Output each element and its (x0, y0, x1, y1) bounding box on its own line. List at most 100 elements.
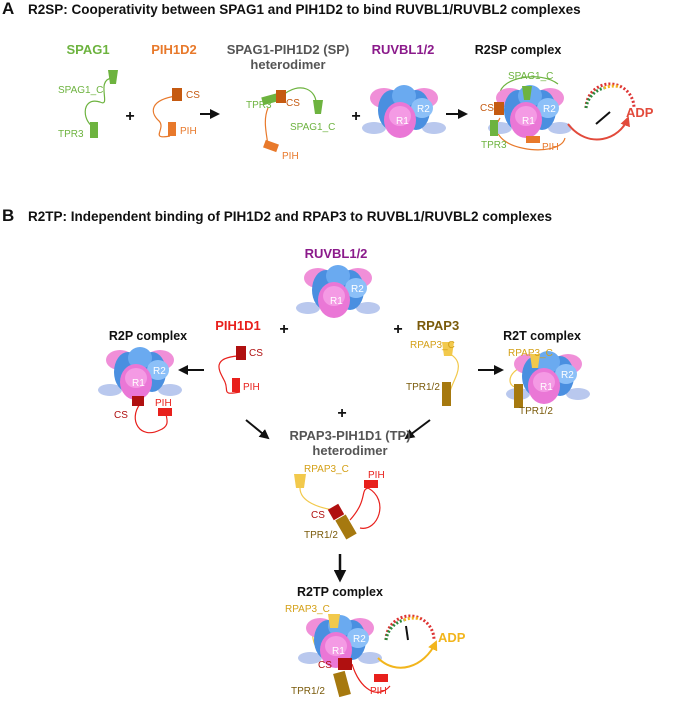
sp-cs-domain (276, 90, 286, 103)
r2sp-r1-label: R1 (522, 116, 535, 127)
spag1-tpr3-label: TPR3 (58, 129, 84, 140)
r2tp-pih-domain (374, 674, 388, 682)
plus-sign: + (393, 321, 402, 338)
pih1d2-pih-label: PIH (180, 126, 197, 137)
sp-tpr3-label: TPR3 (246, 100, 272, 111)
tp-pih-domain (364, 480, 378, 488)
pih1d1-pih-domain (232, 378, 240, 392)
pih1d1-pih-label: PIH (243, 382, 260, 393)
r2sp-pih-label: PIH (542, 142, 559, 153)
ruvbl-hexamer-b: R1 R2 (296, 265, 380, 318)
r2t-r1-label: R1 (540, 382, 553, 393)
tp-pih-label: PIH (368, 470, 385, 481)
tp-heterodimer-title: RPAP3-PIH1D1 (TP) (289, 428, 410, 443)
r2tp-c-domain (328, 614, 340, 628)
r2t-complex: R1 R2 (506, 351, 590, 408)
plus-sign: + (279, 321, 288, 338)
ruvbl-b-r1-label: R1 (330, 296, 343, 307)
panel-a-title: R2SP: Cooperativity between SPAG1 and PI… (28, 2, 581, 17)
r2p-pih-label: PIH (155, 398, 172, 409)
r2t-c-label: RPAP3_C (508, 348, 553, 359)
ruvbl-b-name: RUVBL1/2 (305, 246, 368, 261)
rpap3-c-domain (442, 342, 454, 356)
r2p-complex-title: R2P complex (109, 329, 187, 343)
adp-label-b: ADP (438, 630, 466, 645)
tp-cs-domain (327, 503, 345, 521)
r2t-c-domain (530, 354, 540, 368)
r2t-complex-title: R2T complex (503, 329, 581, 343)
r2tp-tpr-domain (333, 670, 351, 698)
r2p-cs-domain (132, 396, 144, 406)
r2tp-cs-domain (338, 658, 352, 670)
rpap3-tpr-label: TPR1/2 (406, 382, 440, 393)
r2sp-tpr3-label: TPR3 (481, 140, 507, 151)
tp-c-domain (294, 474, 306, 488)
ruvbl-name: RUVBL1/2 (372, 42, 435, 57)
ruvbl-r1-label: R1 (396, 116, 409, 127)
rpap3-protein (442, 342, 459, 406)
sp-heterodimer-title: SPAG1-PIH1D2 (SP) (227, 42, 350, 57)
r2sp-cs-label: CS (480, 103, 494, 114)
r2sp-r2-label: R2 (543, 104, 556, 115)
sp-tpr3-domain (261, 92, 281, 106)
plus-sign: + (351, 108, 360, 125)
pih1d2-protein (152, 88, 182, 138)
r2tp-pih-label: PIH (370, 686, 387, 697)
tp-tpr-domain (335, 514, 357, 540)
tp-cs-label: CS (311, 510, 325, 521)
sp-cs-label: CS (286, 98, 300, 109)
r2sp-complex: R1 R2 (488, 76, 572, 151)
pih1d1-cs-label: CS (249, 348, 263, 359)
sp-pih-domain (263, 139, 279, 153)
r2p-pih-domain (158, 408, 172, 416)
panel-a-letter: A (2, 0, 14, 18)
r2tp-tpr-label: TPR1/2 (291, 686, 325, 697)
r2p-cs-label: CS (114, 410, 128, 421)
atpase-gauge-b (384, 614, 436, 641)
r2sp-pih-domain (526, 136, 540, 143)
r2sp-c-label: SPAG1_C (508, 71, 553, 82)
tp-heterodimer-subtitle: heterodimer (312, 443, 387, 458)
r2t-tpr-label: TPR1/2 (519, 406, 553, 417)
r2tp-r2-label: R2 (353, 634, 366, 645)
ruvbl-r2-label: R2 (417, 104, 430, 115)
panel-b-letter: B (2, 206, 14, 225)
pih1d2-pih-domain (168, 122, 176, 136)
tp-c-label: RPAP3_C (304, 464, 349, 475)
r2p-complex: R1 R2 (98, 347, 182, 434)
tp-tpr-label: TPR1/2 (304, 530, 338, 541)
r2p-r1-label: R1 (132, 378, 145, 389)
sp-c-label: SPAG1_C (290, 122, 335, 133)
rpap3-name: RPAP3 (417, 318, 459, 333)
plus-sign: + (337, 405, 346, 422)
pih1d1-cs-domain (236, 346, 246, 360)
pih1d2-cs-domain (172, 88, 182, 101)
r2tp-r1-label: R1 (332, 646, 345, 657)
r2sp-complex-title: R2SP complex (475, 43, 562, 57)
atpase-gauge-a (584, 82, 636, 125)
r2sp-tpr3-domain (490, 120, 498, 136)
ruvbl-b-r2-label: R2 (351, 284, 364, 295)
r2tp-cs-label: CS (318, 660, 332, 671)
r2tp-c-label: RPAP3_C (285, 604, 330, 615)
pih1d1-name: PIH1D1 (215, 318, 261, 333)
sp-c-domain (313, 100, 323, 114)
plus-sign: + (125, 108, 134, 125)
spag1-c-label: SPAG1_C (58, 85, 103, 96)
r2sp-c-domain (522, 86, 532, 100)
rpap3-c-label: RPAP3_C (410, 340, 455, 351)
sp-pih-label: PIH (282, 151, 299, 162)
panel-b-title: R2TP: Independent binding of PIH1D2 and … (28, 209, 552, 224)
sp-heterodimer-subtitle: heterodimer (250, 57, 325, 72)
tp-heterodimer (294, 474, 381, 540)
r2p-r2-label: R2 (153, 366, 166, 377)
pih1d2-name: PIH1D2 (151, 42, 197, 57)
rpap3-tpr-domain (442, 382, 451, 406)
r2t-tpr-domain (514, 384, 523, 408)
adp-label-a: ADP (626, 105, 654, 120)
pih1d2-cs-label: CS (186, 90, 200, 101)
r2t-r2-label: R2 (561, 370, 574, 381)
adp-arrow-b (377, 640, 438, 669)
arrow-rpap3-to-tp (404, 419, 431, 440)
